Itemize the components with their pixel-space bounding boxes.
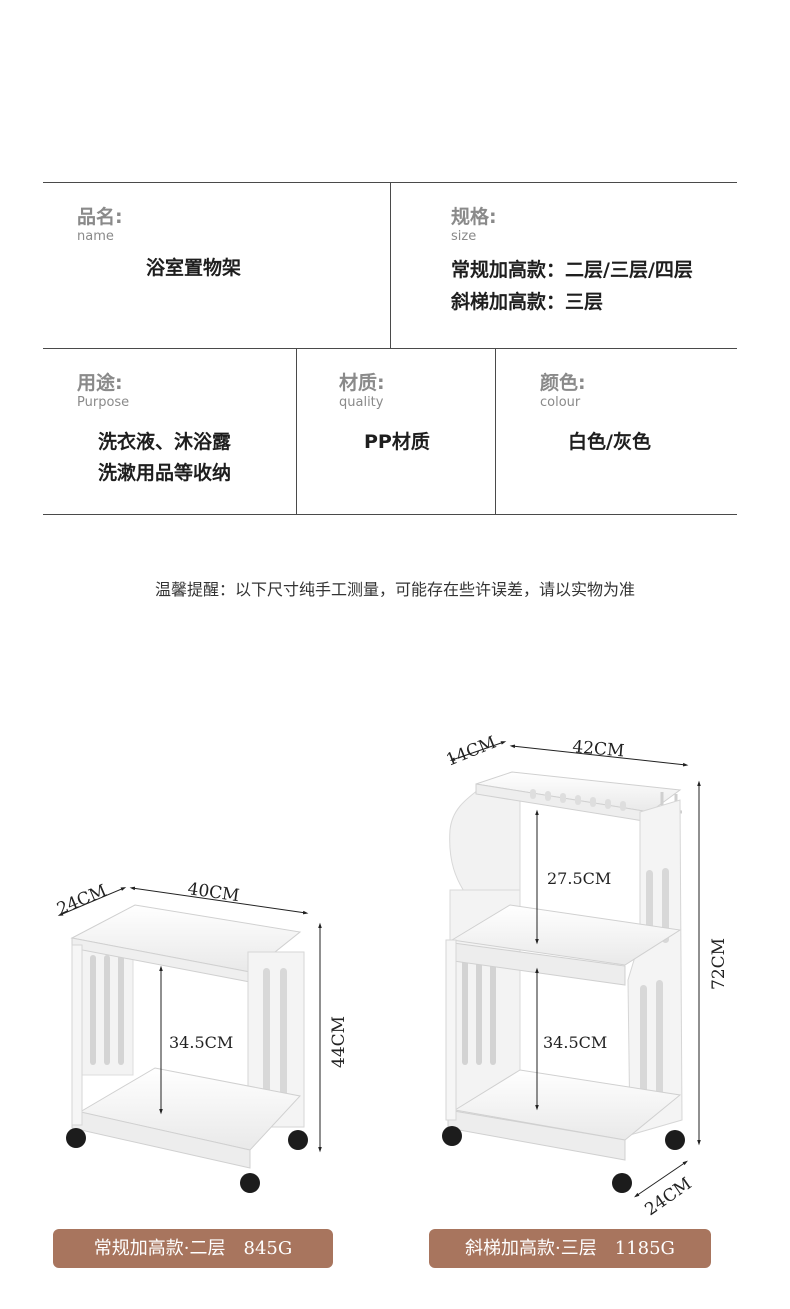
right-height-label: 72CM xyxy=(709,938,729,990)
left-product-tag: 常规加高款·二层 845G xyxy=(53,1229,333,1268)
material-label: 材质: xyxy=(339,372,385,394)
purpose-label: 用途: xyxy=(77,372,123,394)
name-label: 品名: xyxy=(77,206,123,228)
left-height-label: 44CM xyxy=(329,1016,349,1068)
table-divider-1 xyxy=(390,182,391,348)
right-depth-top-label: 14CM xyxy=(443,733,499,771)
colour-label: 颜色: xyxy=(540,372,586,394)
size-label: 规格: xyxy=(451,206,497,228)
name-label-en: name xyxy=(77,229,114,244)
purpose-label-en: Purpose xyxy=(77,395,130,410)
measurement-notice: 温馨提醒：以下尺寸纯手工测量，可能存在些许误差，请以实物为准 xyxy=(154,580,635,599)
three-tier-cart-drawing xyxy=(442,771,685,1193)
name-value: 浴室置物架 xyxy=(146,257,242,279)
size-value-1: 常规加高款：二层/三层/四层 xyxy=(451,259,693,281)
product-illustration: 24CM 40CM 44CM 34.5CM xyxy=(54,733,729,1220)
purpose-value-2: 洗漱用品等收纳 xyxy=(98,462,232,484)
right-width-label: 42CM xyxy=(572,737,626,761)
colour-value: 白色/灰色 xyxy=(568,431,651,453)
table-middle-line xyxy=(43,348,737,349)
table-divider-3 xyxy=(495,348,496,514)
right-gap-top-label: 27.5CM xyxy=(547,869,611,888)
left-width-label: 40CM xyxy=(186,879,240,906)
table-bottom-line xyxy=(43,514,737,515)
left-depth-label: 24CM xyxy=(54,881,110,920)
colour-label-en: colour xyxy=(540,395,581,410)
purpose-value-1: 洗衣液、沐浴露 xyxy=(98,431,232,453)
left-gap-label: 34.5CM xyxy=(169,1033,233,1052)
material-label-en: quality xyxy=(339,395,384,410)
material-value: PP材质 xyxy=(364,431,430,453)
table-divider-2 xyxy=(296,348,297,514)
size-label-en: size xyxy=(451,229,477,244)
two-tier-cart-drawing xyxy=(66,904,308,1193)
size-value-2: 斜梯加高款：三层 xyxy=(451,291,604,313)
right-gap-bottom-label: 34.5CM xyxy=(543,1033,607,1052)
right-depth-bottom-label: 24CM xyxy=(641,1174,695,1220)
right-product-tag: 斜梯加高款·三层 1185G xyxy=(429,1229,711,1268)
